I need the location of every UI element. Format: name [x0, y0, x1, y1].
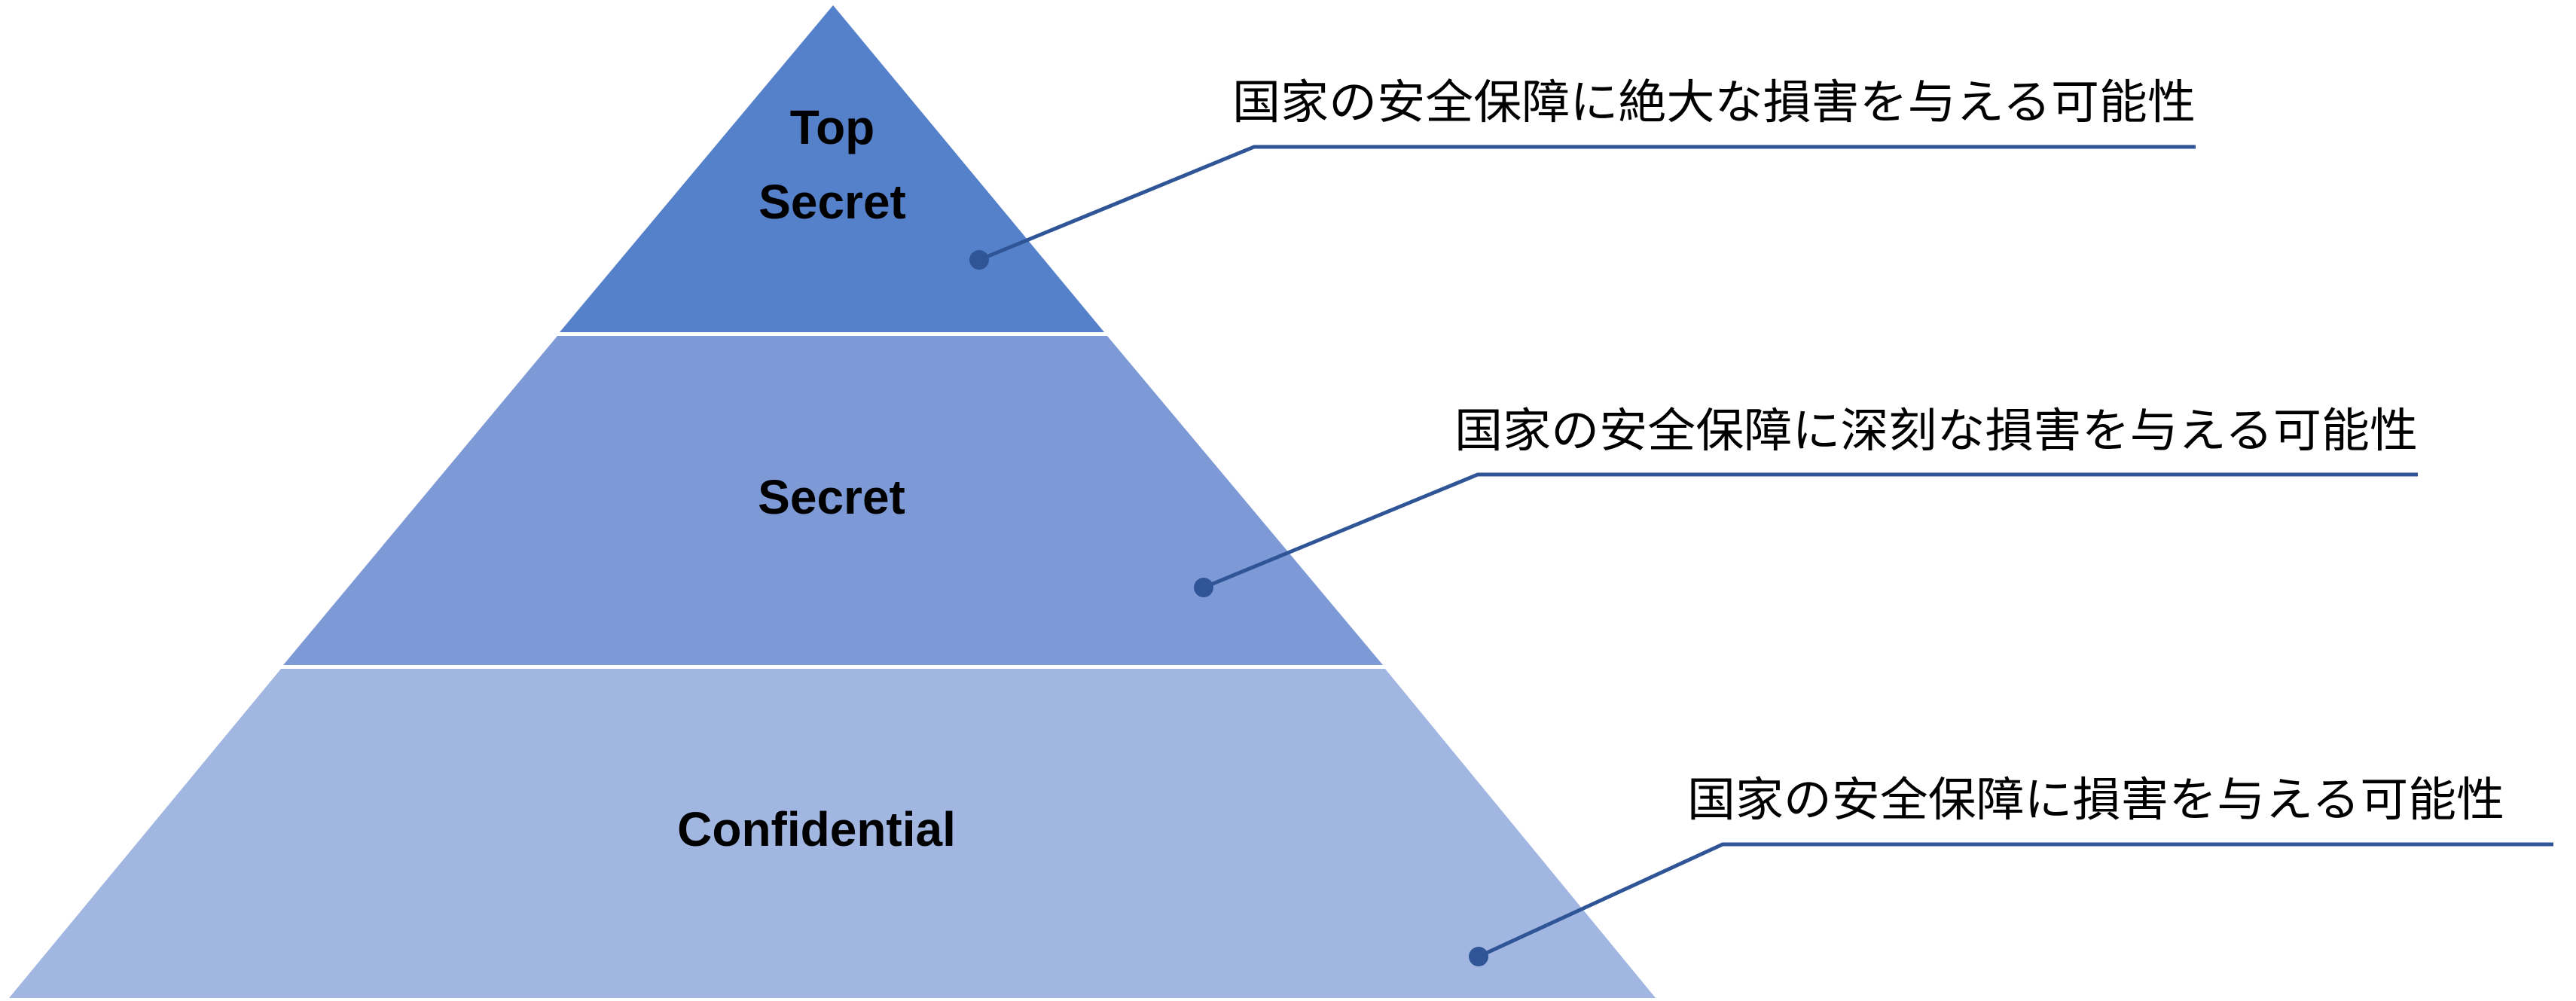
- pyramid-tier-secret: [283, 336, 1383, 665]
- tier-label-top-secret-line2: Secret: [758, 175, 906, 229]
- callout-secret: 国家の安全保障に深刻な損害を与える可能性: [1194, 403, 2418, 597]
- callout-leader-line: [1203, 472, 2418, 590]
- callout-anchor-dot: [969, 250, 989, 270]
- tier-label-secret: Secret: [758, 470, 905, 524]
- callout-text-top-secret: 国家の安全保障に絶大な損害を与える可能性: [1232, 75, 2196, 130]
- tier-label-top-secret-line1: Top: [790, 100, 875, 154]
- callout-leader-line: [1477, 842, 2553, 959]
- callout-leader-line: [978, 145, 2196, 262]
- callout-top-secret: 国家の安全保障に絶大な損害を与える可能性: [969, 75, 2196, 270]
- pyramid-tier-confidential: [9, 669, 1656, 998]
- tier-label-confidential: Confidential: [677, 802, 956, 856]
- callout-text-confidential: 国家の安全保障に損害を与える可能性: [1687, 772, 2504, 827]
- pyramid-tier-top-secret: [560, 5, 1104, 332]
- callout-anchor-dot: [1194, 578, 1213, 597]
- callout-text-secret: 国家の安全保障に深刻な損害を与える可能性: [1454, 403, 2418, 458]
- callout-confidential: 国家の安全保障に損害を与える可能性: [1469, 772, 2553, 966]
- callout-anchor-dot: [1469, 947, 1488, 966]
